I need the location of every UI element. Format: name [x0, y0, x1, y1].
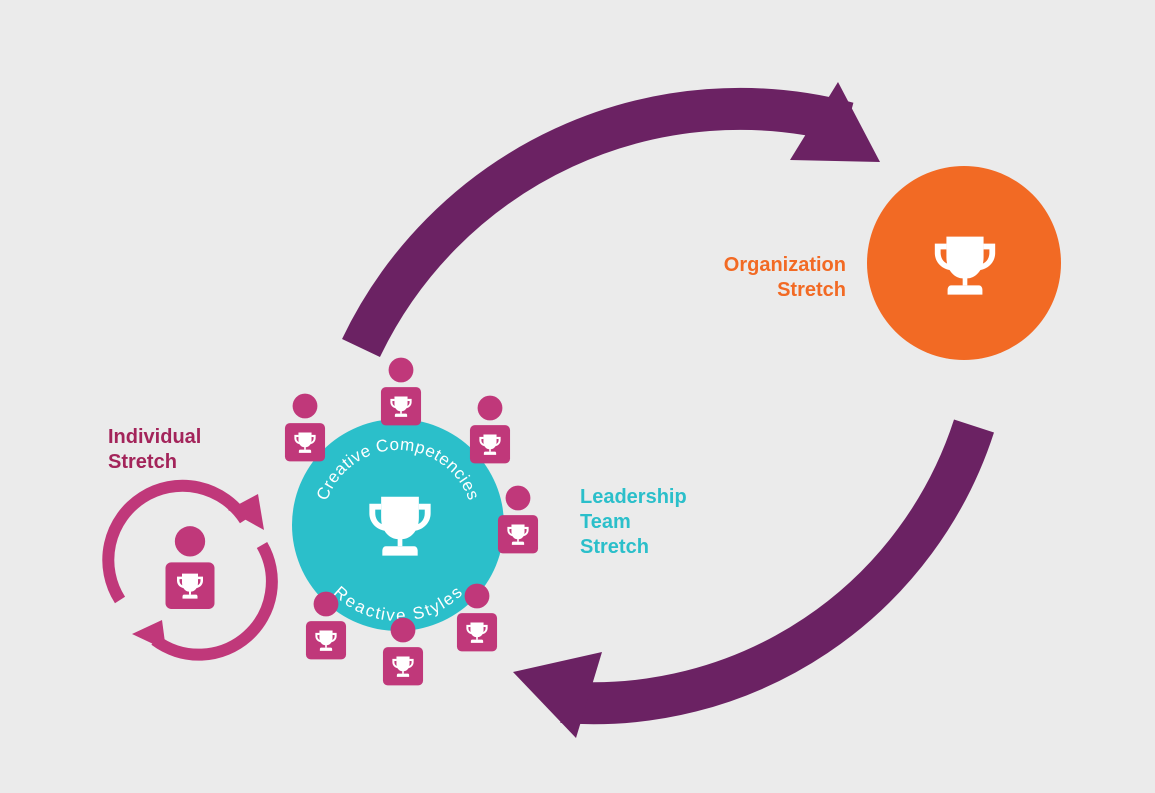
cycle-arrow-bottom: [513, 419, 994, 738]
individual-stretch-label: Individual Stretch: [108, 425, 201, 475]
leadership-team-node: Creative Competencies Reactive Styles: [292, 419, 504, 631]
organization-stretch-label: Organization Stretch: [690, 253, 846, 303]
organization-node: [867, 166, 1061, 360]
person-icon: [498, 486, 538, 554]
label-line: Stretch: [777, 279, 846, 301]
refresh-cycle-icon: [102, 479, 278, 661]
person-icon: [381, 358, 421, 426]
label-line: Stretch: [108, 451, 177, 473]
person-icon: [470, 396, 510, 464]
person-icon: [166, 526, 215, 609]
person-icon: [285, 394, 325, 462]
label-line: Individual: [108, 426, 202, 448]
label-line: Organization: [723, 254, 846, 276]
label-line: Leadership: [580, 486, 687, 508]
leadership-team-stretch-label: Leadership Team Stretch: [580, 485, 687, 560]
label-line: Team: [580, 511, 631, 533]
individual-node: [102, 479, 278, 661]
cycle-arrow-top: [342, 82, 880, 358]
label-line: Stretch: [580, 536, 649, 558]
